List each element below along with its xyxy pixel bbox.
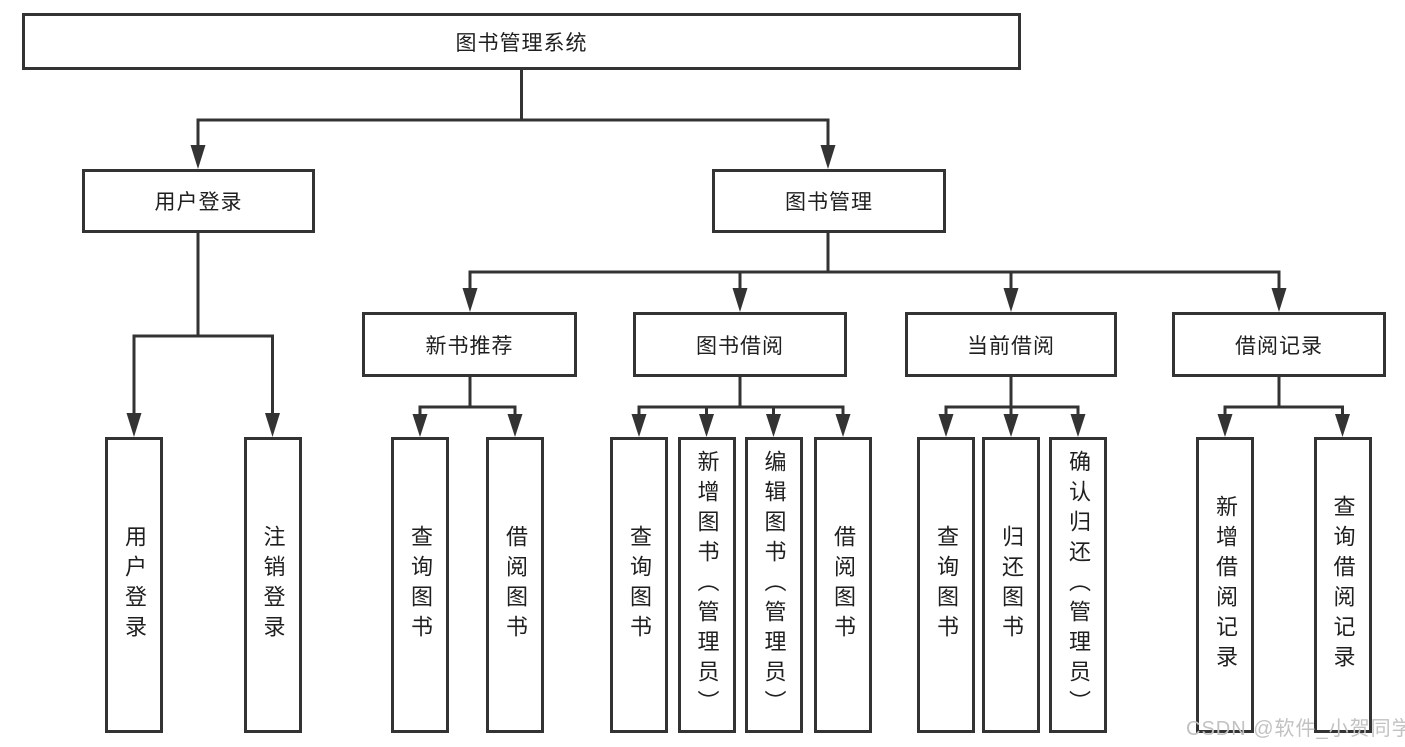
leaf-add-book-admin: 新增图书（管理员） bbox=[677, 437, 736, 733]
leaf-edit-book-admin: 编辑图书（管理员） bbox=[744, 437, 803, 733]
leaf-borrow-books: 借阅图书 bbox=[814, 437, 872, 733]
connector-book-management-to-modules bbox=[462, 233, 1287, 312]
csdn-watermark: CSDN @软件_小贺同学 bbox=[1186, 718, 1405, 740]
leaf-logout: 注销登录 bbox=[243, 437, 302, 733]
connector-root-to-level2 bbox=[190, 70, 836, 169]
connector-borrowing-records-to-leaves bbox=[1217, 377, 1350, 437]
leaf-query-books-current: 查询图书 bbox=[917, 437, 975, 733]
node-book-borrowing: 图书借阅 bbox=[633, 312, 847, 377]
leaf-query-borrow-record: 查询借阅记录 bbox=[1313, 437, 1372, 733]
leaf-add-borrow-record: 新增借阅记录 bbox=[1196, 437, 1254, 733]
connector-new-book-recommendation-to-leaves bbox=[412, 377, 523, 437]
connector-book-borrowing-to-leaves bbox=[631, 377, 851, 437]
leaf-borrow-books-recommend: 借阅图书 bbox=[486, 437, 544, 733]
leaf-user-login: 用户登录 bbox=[105, 437, 163, 733]
node-new-book-recommendation: 新书推荐 bbox=[362, 312, 577, 377]
node-current-borrowing: 当前借阅 bbox=[905, 312, 1117, 377]
leaf-confirm-return-admin: 确认归还（管理员） bbox=[1049, 437, 1107, 733]
node-user-login: 用户登录 bbox=[82, 169, 315, 233]
connector-user-login-to-leaves bbox=[126, 233, 280, 437]
leaf-query-books-borrowing: 查询图书 bbox=[610, 437, 668, 733]
node-borrowing-records: 借阅记录 bbox=[1172, 312, 1386, 377]
node-library-system: 图书管理系统 bbox=[22, 13, 1021, 70]
leaf-return-books: 归还图书 bbox=[982, 437, 1040, 733]
connector-current-borrowing-to-leaves bbox=[938, 377, 1086, 437]
node-book-management: 图书管理 bbox=[712, 169, 946, 233]
leaf-query-books-recommend: 查询图书 bbox=[391, 437, 449, 733]
